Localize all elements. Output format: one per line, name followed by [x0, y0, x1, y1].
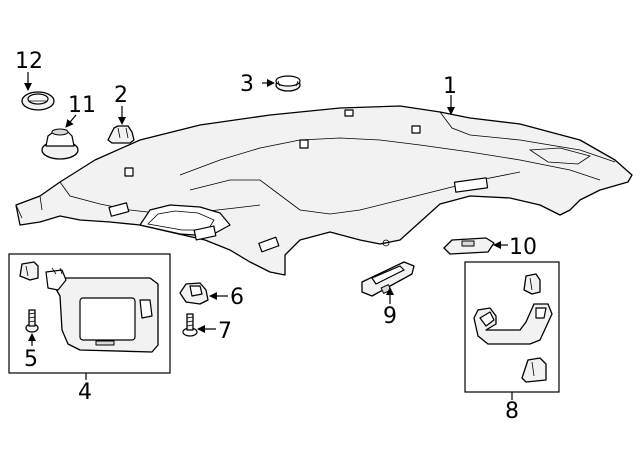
- lamp-part-9: [361, 261, 415, 297]
- callout-2: 2: [114, 83, 128, 108]
- cover-part-10: [443, 237, 495, 255]
- leader-line-11: [65, 114, 77, 128]
- callout-9: 9: [383, 304, 397, 329]
- callout-4: 4: [78, 380, 92, 405]
- screw-part-7: [182, 313, 198, 337]
- callout-3: 3: [240, 72, 254, 97]
- grab-handle-part-8: [473, 273, 553, 383]
- retainer-part-12: [21, 91, 55, 111]
- callout-11: 11: [68, 93, 96, 118]
- sun-visor-part-4: [45, 267, 159, 353]
- bracket-part-6: [179, 282, 209, 305]
- callout-6: 6: [230, 285, 244, 310]
- headliner-part-1: [15, 105, 633, 276]
- screw-part-5: [25, 309, 39, 333]
- bracket-part-2: [107, 125, 135, 144]
- callout-1: 1: [443, 74, 457, 99]
- callout-8: 8: [505, 399, 519, 424]
- callout-7: 7: [218, 319, 232, 344]
- visor-clip-part: [19, 261, 39, 281]
- callout-5: 5: [24, 347, 38, 372]
- sun-visor-group-box: [8, 253, 171, 374]
- callout-10: 10: [509, 235, 537, 260]
- callout-12: 12: [15, 49, 43, 74]
- plug-part-3: [275, 75, 301, 92]
- cap-part-11: [41, 128, 79, 160]
